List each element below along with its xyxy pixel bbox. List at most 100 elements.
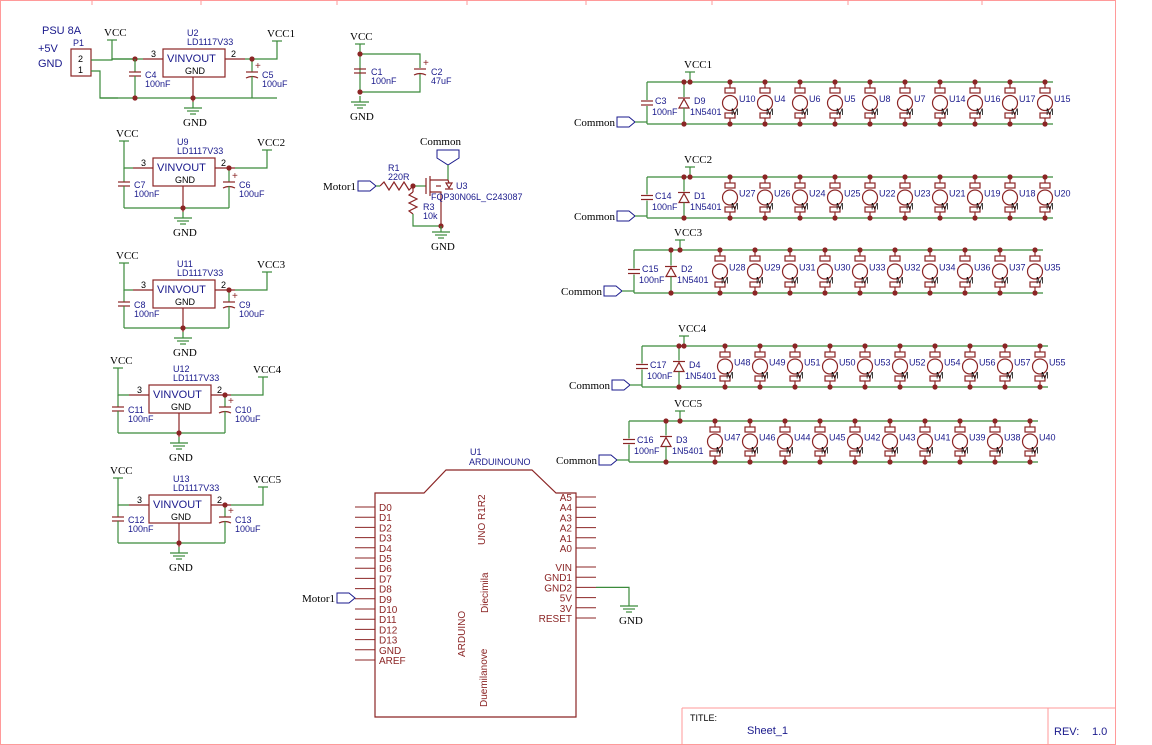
gnd-label: GND [173,347,197,359]
polarity-mark: + [255,61,261,72]
power-flag: VCC5 [253,474,282,488]
motor-m-label: M [791,276,799,286]
junction-dot [357,51,363,57]
ground-symbol: GND [173,212,197,239]
gnd-label: GND [169,452,193,464]
reg-part: LD1117V33 [177,146,223,156]
net-flag-label: Common [556,455,597,467]
reg-pin-label: VINVOUT [153,389,202,401]
motor-ref: U28 [729,263,746,273]
motor-ref: U6 [809,94,821,104]
arduino-part: ARDUINOUNO [469,457,531,467]
motor-m-label: M [891,446,899,456]
junction-dot [972,79,978,85]
motor1-flag-arduino: Motor1 [302,592,356,605]
power-flag: VCC2 [257,137,285,151]
motor-ref: U23 [914,189,931,199]
junction-dot [717,247,723,253]
arduino-pin-gnd: GND [379,646,401,657]
motor-m-label: M [821,446,829,456]
arduino-pin-d7: D7 [379,574,392,585]
motor-m-label: M [896,276,904,286]
motor-ref: U16 [984,94,1001,104]
junction-dot [972,121,978,127]
motor-driver: CommonMotor1R1220RR310kU3FQP30N06L_C2430… [323,136,523,253]
motor-ref: U52 [909,358,926,368]
motor-body [1001,189,1019,206]
reg-ref: U13 [173,474,190,484]
junction-dot [862,384,868,390]
motor-ref: U32 [904,263,921,273]
cin-ref: C7 [134,180,146,190]
motor-ref: U7 [914,94,926,104]
junction-dot [757,384,763,390]
junction-dot [712,459,718,465]
gnd-label: GND [173,227,197,239]
motor-body [716,358,734,375]
motor-cap-value: 100nF [634,446,660,456]
motor-ref: U19 [984,189,1001,199]
cin-ref: C12 [128,515,145,525]
motor-body [791,94,809,112]
junction-dot [892,290,898,296]
motor-ref: U15 [1054,94,1071,104]
motor-ref: U20 [1054,189,1071,199]
motor-m-label: M [906,202,914,212]
vcc-label: VCC5 [674,398,703,410]
junction-dot [1042,174,1048,180]
motor-m-label: M [766,202,774,212]
reg-ref: U2 [187,28,199,38]
motor-body [706,433,724,450]
junction-dot [747,459,753,465]
junction-dot [832,174,838,180]
reg-ref: U12 [173,364,190,374]
cout-value: 100uF [235,524,261,534]
motor-m-label: M [756,276,764,286]
junction-dot [797,215,803,221]
net-flag-label: Common [561,286,602,298]
motor-ref: U40 [1039,433,1056,443]
junction-dot [897,384,903,390]
junction-dot [902,215,908,221]
cin-ref: C11 [128,405,144,415]
diode-ref: D4 [689,360,701,370]
arduino-pin-a4: A4 [560,503,573,514]
polarity-mark: + [423,58,429,69]
junction-dot [357,89,363,95]
motor-m-label: M [1011,107,1019,117]
arduino-pin-gnd1: GND1 [544,573,572,584]
vcc-label: VCC [110,355,133,367]
motor-body [991,263,1009,280]
diode-part: 1N5401 [685,371,717,381]
motor-m-label: M [731,202,739,212]
motor-m-label: M [941,107,949,117]
junction-dot [668,247,674,253]
junction-dot [857,290,863,296]
junction-dot [887,459,893,465]
cin-value: 100nF [128,414,154,424]
diode-part: 1N5401 [690,107,722,117]
junction-dot [676,384,682,390]
cout-value: 100uF [235,414,261,424]
vcc-label: VCC4 [678,323,707,335]
junction-dot [817,459,823,465]
motor-body [861,189,879,206]
common-flag: Common [561,285,623,298]
motor-ref: U5 [844,94,856,104]
arduino-alt1: Diecimila [480,572,491,613]
junction-dot [222,392,228,398]
reg-pin-num: 2 [221,280,226,290]
arduino-pin-a5: A5 [560,493,573,504]
diode-ref: D3 [676,435,688,445]
arduino-pin-aref: AREF [379,656,406,667]
diode-ref: D1 [694,191,706,201]
